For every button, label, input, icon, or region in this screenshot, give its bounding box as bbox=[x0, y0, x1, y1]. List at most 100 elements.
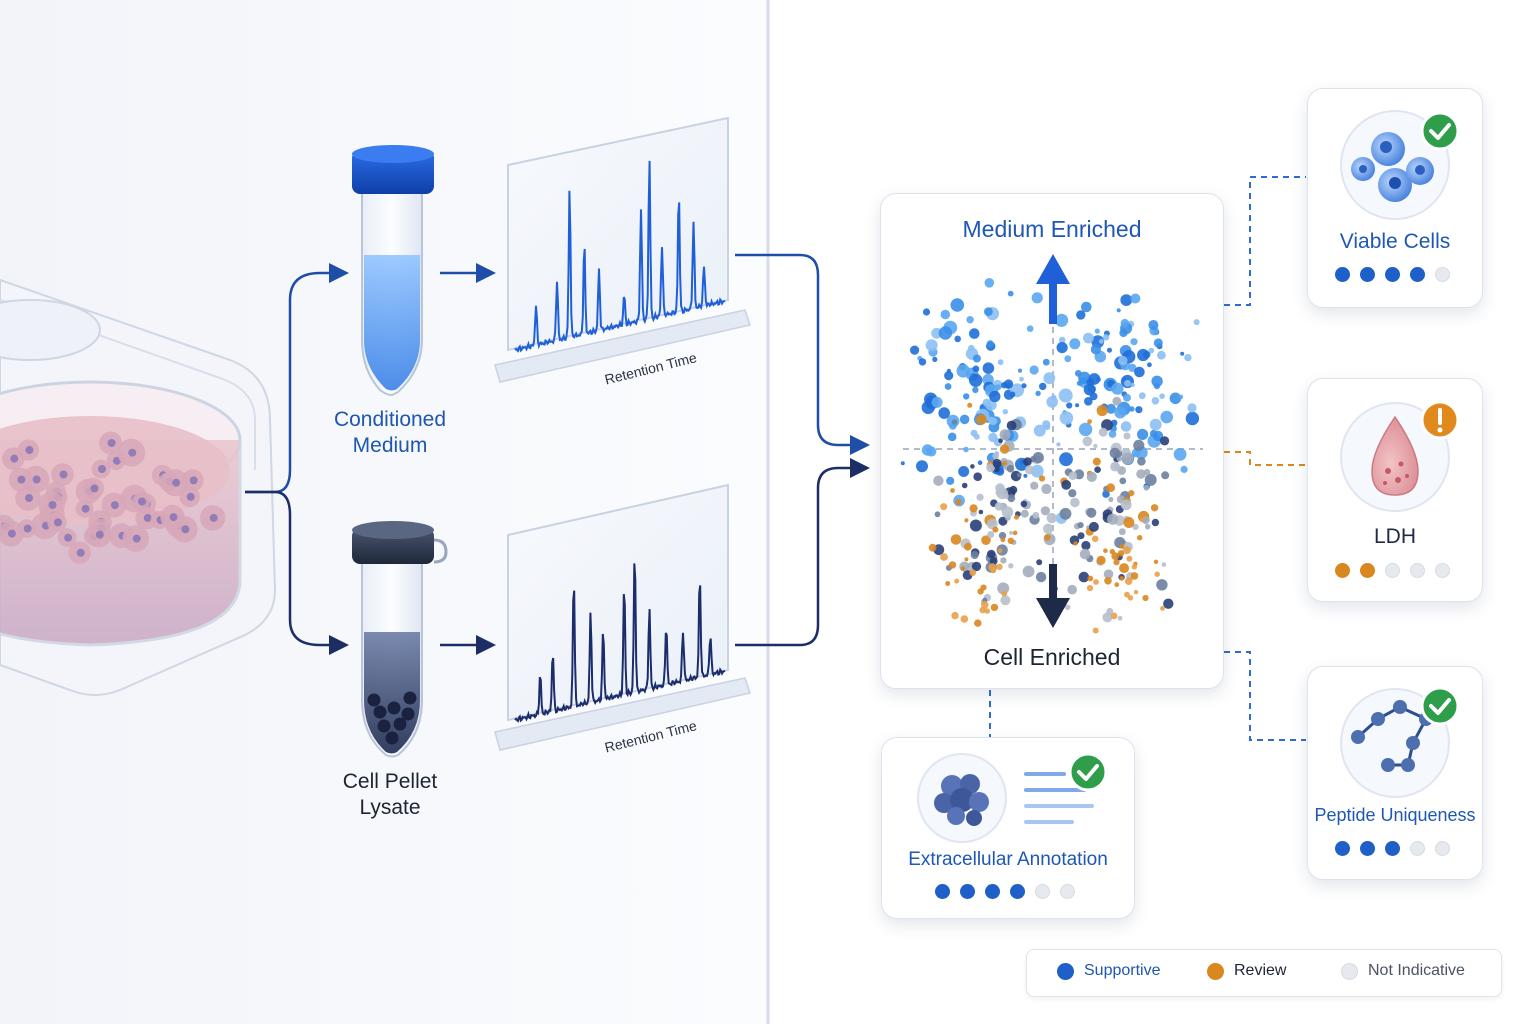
connector-ldh bbox=[1224, 451, 1306, 466]
scatter-point-medium bbox=[922, 308, 931, 316]
scatter-point-cell bbox=[1087, 419, 1092, 424]
pellet-beads bbox=[367, 691, 417, 745]
scatter-point-cell bbox=[1124, 577, 1133, 585]
scatter-point-cell bbox=[1117, 615, 1123, 621]
scatter-point-cell bbox=[1160, 606, 1165, 611]
scatter-point-cell bbox=[990, 603, 999, 612]
scatter-point-medium bbox=[1130, 382, 1135, 388]
score-dot bbox=[960, 884, 975, 899]
legend-review-label: Review bbox=[1234, 962, 1287, 979]
chrom-top-glass bbox=[507, 116, 729, 352]
scatter-point-cell bbox=[1096, 404, 1108, 417]
scatter-point-cell bbox=[1002, 492, 1009, 499]
scatter-point-cell bbox=[1032, 511, 1040, 519]
scatter-point-medium bbox=[985, 399, 997, 411]
scatter-point-cell bbox=[1133, 590, 1139, 595]
dish-cell-nucleus bbox=[143, 514, 152, 522]
scatter-point-medium bbox=[1059, 411, 1074, 425]
score-dot bbox=[1360, 267, 1375, 282]
legend-review-dot bbox=[1207, 962, 1224, 980]
scatter-point-cell bbox=[1064, 604, 1071, 611]
scatter-point-medium bbox=[1029, 365, 1039, 375]
dish-cell-nucleus bbox=[186, 492, 195, 501]
scatter-point-cell bbox=[1130, 572, 1139, 580]
scatter-point-cell bbox=[1121, 452, 1134, 465]
scatter-point-medium bbox=[1114, 406, 1127, 419]
evidence-card-ldh[interactable]: LDH bbox=[1307, 378, 1483, 602]
scatter-point-medium bbox=[1094, 328, 1100, 334]
protein-blob-icon bbox=[934, 774, 989, 826]
scatter-point-cell bbox=[1109, 447, 1121, 459]
scatter-point-cell bbox=[1012, 530, 1018, 536]
scatter-point-cell bbox=[1041, 483, 1052, 495]
scatter-point-medium bbox=[1149, 429, 1158, 438]
scatter-point-medium bbox=[1108, 430, 1117, 438]
evidence-card-extracellular-annotation[interactable]: Extracellular Annotation bbox=[881, 737, 1135, 919]
scatter-point-cell bbox=[1082, 436, 1093, 447]
scatter-point-medium bbox=[1134, 366, 1145, 378]
scatter-point-medium bbox=[1066, 402, 1073, 409]
scatter-point-cell bbox=[1035, 571, 1047, 583]
scatter-point-medium bbox=[921, 444, 934, 456]
scatter-point-cell bbox=[960, 615, 969, 623]
scatter-point-cell bbox=[1077, 522, 1084, 529]
dish-cell-nucleus bbox=[64, 533, 73, 542]
dish-cell-nucleus bbox=[169, 513, 178, 522]
pellet-bead bbox=[377, 719, 391, 733]
scatter-point-medium bbox=[1026, 325, 1034, 332]
scatter-point-cell bbox=[1000, 537, 1006, 543]
scatter-point-medium bbox=[1148, 347, 1155, 354]
scatter-point-medium bbox=[900, 461, 905, 466]
scatter-point-cell bbox=[992, 458, 1002, 468]
scatter-point-cell bbox=[950, 534, 962, 545]
dish-cell-nucleus bbox=[209, 513, 218, 522]
scatter-point-cell bbox=[998, 516, 1008, 526]
scatter-point-medium bbox=[1030, 464, 1044, 478]
score-dot bbox=[1010, 884, 1025, 899]
score-dot bbox=[1335, 841, 1350, 856]
score-dot bbox=[1435, 841, 1450, 856]
pellet-bead bbox=[393, 717, 407, 731]
scatter-point-cell bbox=[986, 518, 998, 530]
scatter-point-medium bbox=[1157, 350, 1166, 360]
scatter-point-cell bbox=[960, 566, 966, 571]
scatter-point-cell bbox=[1156, 579, 1168, 591]
scatter-point-medium bbox=[1023, 473, 1028, 478]
scatter-point-medium bbox=[1102, 334, 1110, 341]
evidence-card-peptide-uniqueness[interactable]: Peptide Uniqueness bbox=[1307, 666, 1483, 880]
scatter-point-medium bbox=[1009, 391, 1016, 398]
scatter-point-cell bbox=[1077, 532, 1085, 540]
scatter-point-cell bbox=[1000, 595, 1011, 606]
scatter-point-cell bbox=[1020, 500, 1028, 508]
evidence-card-viable-cells[interactable]: Viable Cells bbox=[1307, 88, 1483, 308]
score-dot bbox=[1435, 267, 1450, 282]
scatter-point-cell bbox=[1112, 396, 1122, 406]
scatter-point-medium bbox=[1137, 428, 1149, 440]
scatter-point-medium bbox=[1031, 292, 1043, 304]
legend-review: Review bbox=[1207, 962, 1286, 980]
extracellular-score-dots bbox=[935, 884, 1075, 899]
scatter-point-cell bbox=[1144, 523, 1151, 530]
scatter-point-cell bbox=[1078, 571, 1090, 583]
scatter-point-cell bbox=[1023, 457, 1032, 466]
scatter-point-medium bbox=[954, 335, 961, 343]
scatter-point-medium bbox=[997, 359, 1004, 366]
score-dot bbox=[1335, 267, 1350, 282]
scatter-point-cell bbox=[1096, 555, 1106, 565]
enrichment-scatter bbox=[900, 254, 1203, 634]
protein-annotation-icon bbox=[917, 753, 1094, 843]
score-dot bbox=[935, 884, 950, 899]
scatter-point-cell bbox=[1001, 590, 1008, 597]
scatter-point-medium bbox=[989, 390, 1001, 403]
score-dot bbox=[1435, 563, 1450, 578]
scatter-point-cell bbox=[1137, 535, 1143, 541]
dish-cell-nucleus bbox=[90, 484, 99, 493]
conditioned-medium-tube bbox=[352, 145, 434, 397]
scatter-point-cell bbox=[976, 414, 987, 425]
dish-cell-nucleus bbox=[132, 534, 141, 543]
scatter-point-medium bbox=[977, 460, 983, 466]
scatter-point-cell bbox=[1001, 506, 1014, 518]
dish-cell-nucleus bbox=[17, 475, 26, 484]
scatter-point-medium bbox=[1129, 406, 1135, 412]
scatter-point-cell bbox=[997, 582, 1010, 595]
